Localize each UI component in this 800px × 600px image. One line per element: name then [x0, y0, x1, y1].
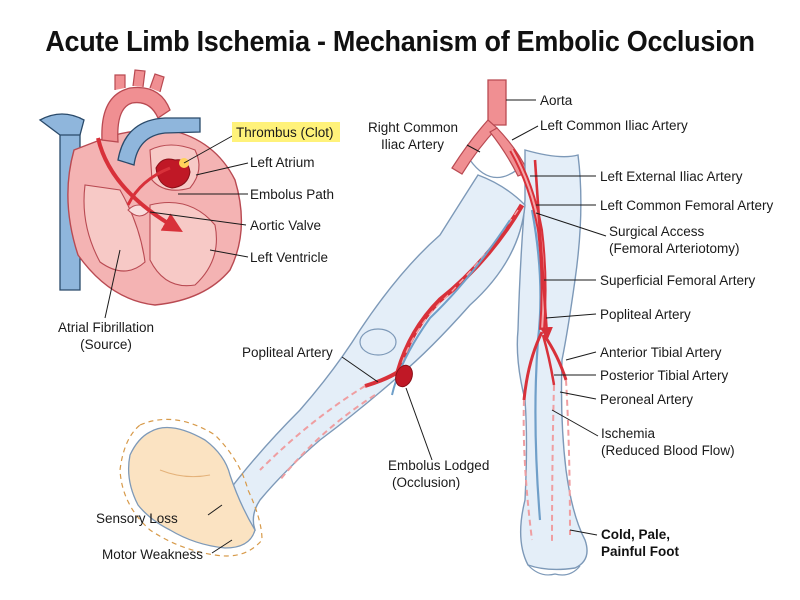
label-popliteal-right: Popliteal Artery	[242, 345, 333, 360]
labels: Thrombus (Clot) Left Atrium Embolus Path…	[58, 93, 774, 562]
label-surgical-access-line2: (Femoral Arteriotomy)	[609, 241, 740, 256]
page-title: Acute Limb Ischemia - Mechanism of Embol…	[45, 26, 755, 58]
label-left-common-femoral: Left Common Femoral Artery	[600, 198, 774, 213]
label-embolus-lodged-line1: Embolus Lodged	[388, 458, 489, 473]
label-embolus-path: Embolus Path	[250, 187, 334, 202]
label-afib-line2: (Source)	[80, 337, 132, 352]
label-left-atrium: Left Atrium	[250, 155, 315, 170]
thrombus-highlight	[232, 122, 340, 142]
label-left-external-iliac: Left External Iliac Artery	[600, 169, 743, 184]
label-popliteal-left: Popliteal Artery	[600, 307, 691, 322]
leader-lines	[104, 99, 607, 554]
label-sensory-loss: Sensory Loss	[96, 511, 178, 526]
label-right-common-iliac-line2: Iliac Artery	[381, 137, 444, 152]
label-surgical-access-line1: Surgical Access	[609, 224, 705, 239]
label-cold-foot-line2: Painful Foot	[601, 544, 679, 559]
label-aorta: Aorta	[540, 93, 573, 108]
label-anterior-tibial: Anterior Tibial Artery	[600, 345, 722, 360]
label-ischemia-line1: Ischemia	[601, 426, 656, 441]
label-right-common-iliac-line1: Right Common	[368, 120, 458, 135]
bent-leg	[119, 174, 526, 557]
label-cold-foot-line1: Cold, Pale,	[601, 527, 670, 542]
label-ischemia-line2: (Reduced Blood Flow)	[601, 443, 735, 458]
heart-illustration	[38, 69, 243, 306]
label-afib-line1: Atrial Fibrillation	[58, 320, 154, 335]
label-thrombus: Thrombus (Clot)	[236, 125, 334, 140]
label-peroneal: Peroneal Artery	[600, 392, 693, 407]
label-posterior-tibial: Posterior Tibial Artery	[600, 368, 729, 383]
standing-leg	[509, 148, 588, 576]
label-left-common-iliac: Left Common Iliac Artery	[540, 118, 688, 133]
label-motor-weakness: Motor Weakness	[102, 547, 203, 562]
label-superficial-femoral: Superficial Femoral Artery	[600, 273, 756, 288]
label-embolus-lodged-line2: (Occlusion)	[392, 475, 460, 490]
label-left-ventricle: Left Ventricle	[250, 250, 328, 265]
label-aortic-valve: Aortic Valve	[250, 218, 321, 233]
